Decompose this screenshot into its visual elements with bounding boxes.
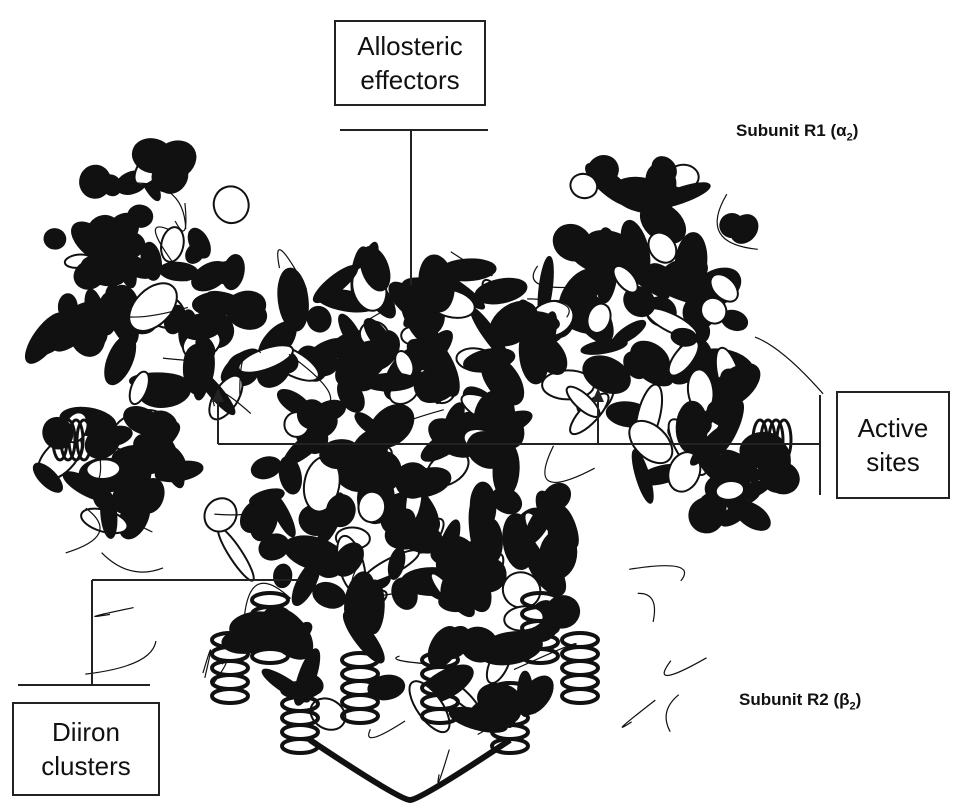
active-sites-box: Active sites [836,391,950,499]
helix-coil [562,689,598,703]
ribbon-loop [638,593,655,622]
ribbon-loop [664,658,706,676]
diiron-label-line2: clusters [41,749,131,783]
allosteric-effectors-box: Allosteric effectors [334,20,486,106]
helix-coil [252,649,288,663]
ribbon-segment [273,564,292,588]
subunit-r1-prefix: Subunit R1 (α [736,121,847,140]
helix-coil [252,593,288,607]
ribbon-loop [95,608,134,617]
diiron-clusters-box: Diiron clusters [12,702,160,796]
allosteric-label-line2: effectors [357,63,462,97]
ribbon-loop [203,650,211,678]
ribbon-segment [220,253,247,291]
ribbon-loop [102,553,163,572]
subunit-r1-label: Subunit R1 (α2) [736,121,858,143]
ribbon-segment [209,182,253,227]
ribbon-segment [43,227,67,250]
active-label-line2: sites [858,445,929,479]
ribbon-loop [85,641,156,674]
helix-coil [342,695,378,709]
ribbon-loop [629,566,684,581]
ribbon-segment [86,459,121,480]
subunit-r1-suffix: ) [853,121,859,140]
helix-coil [282,725,318,739]
ribbon-segment [159,261,198,282]
helix-coil [562,633,598,647]
subunit-r2-label: Subunit R2 (β2) [739,690,861,712]
ribbon-loop [666,695,679,732]
allosteric-label-line1: Allosteric [357,29,462,63]
helix-coil [562,647,598,661]
ribbon-loop [545,446,595,483]
helix-coil [212,689,248,703]
helix-coil [562,661,598,675]
subunit-r2-prefix: Subunit R2 (β [739,690,849,709]
subunit-r2-suffix: ) [856,690,862,709]
ribbon-segment [275,267,311,332]
helix-coil [562,675,598,689]
ribbon-segment [439,592,471,612]
helix-coil [342,709,378,723]
helix-coil [212,661,248,675]
ribbon-loop [396,656,424,663]
diiron-label-line1: Diiron [41,715,131,749]
ribbon-loop [755,337,823,394]
helix-coil [342,667,378,681]
ribbon-loop [622,700,655,727]
ribbon-segment [249,454,283,482]
ribbon-loop [369,721,405,738]
beta-strand-arch [310,740,510,800]
active-label-line1: Active [858,411,929,445]
ribbon-layer [19,134,823,800]
